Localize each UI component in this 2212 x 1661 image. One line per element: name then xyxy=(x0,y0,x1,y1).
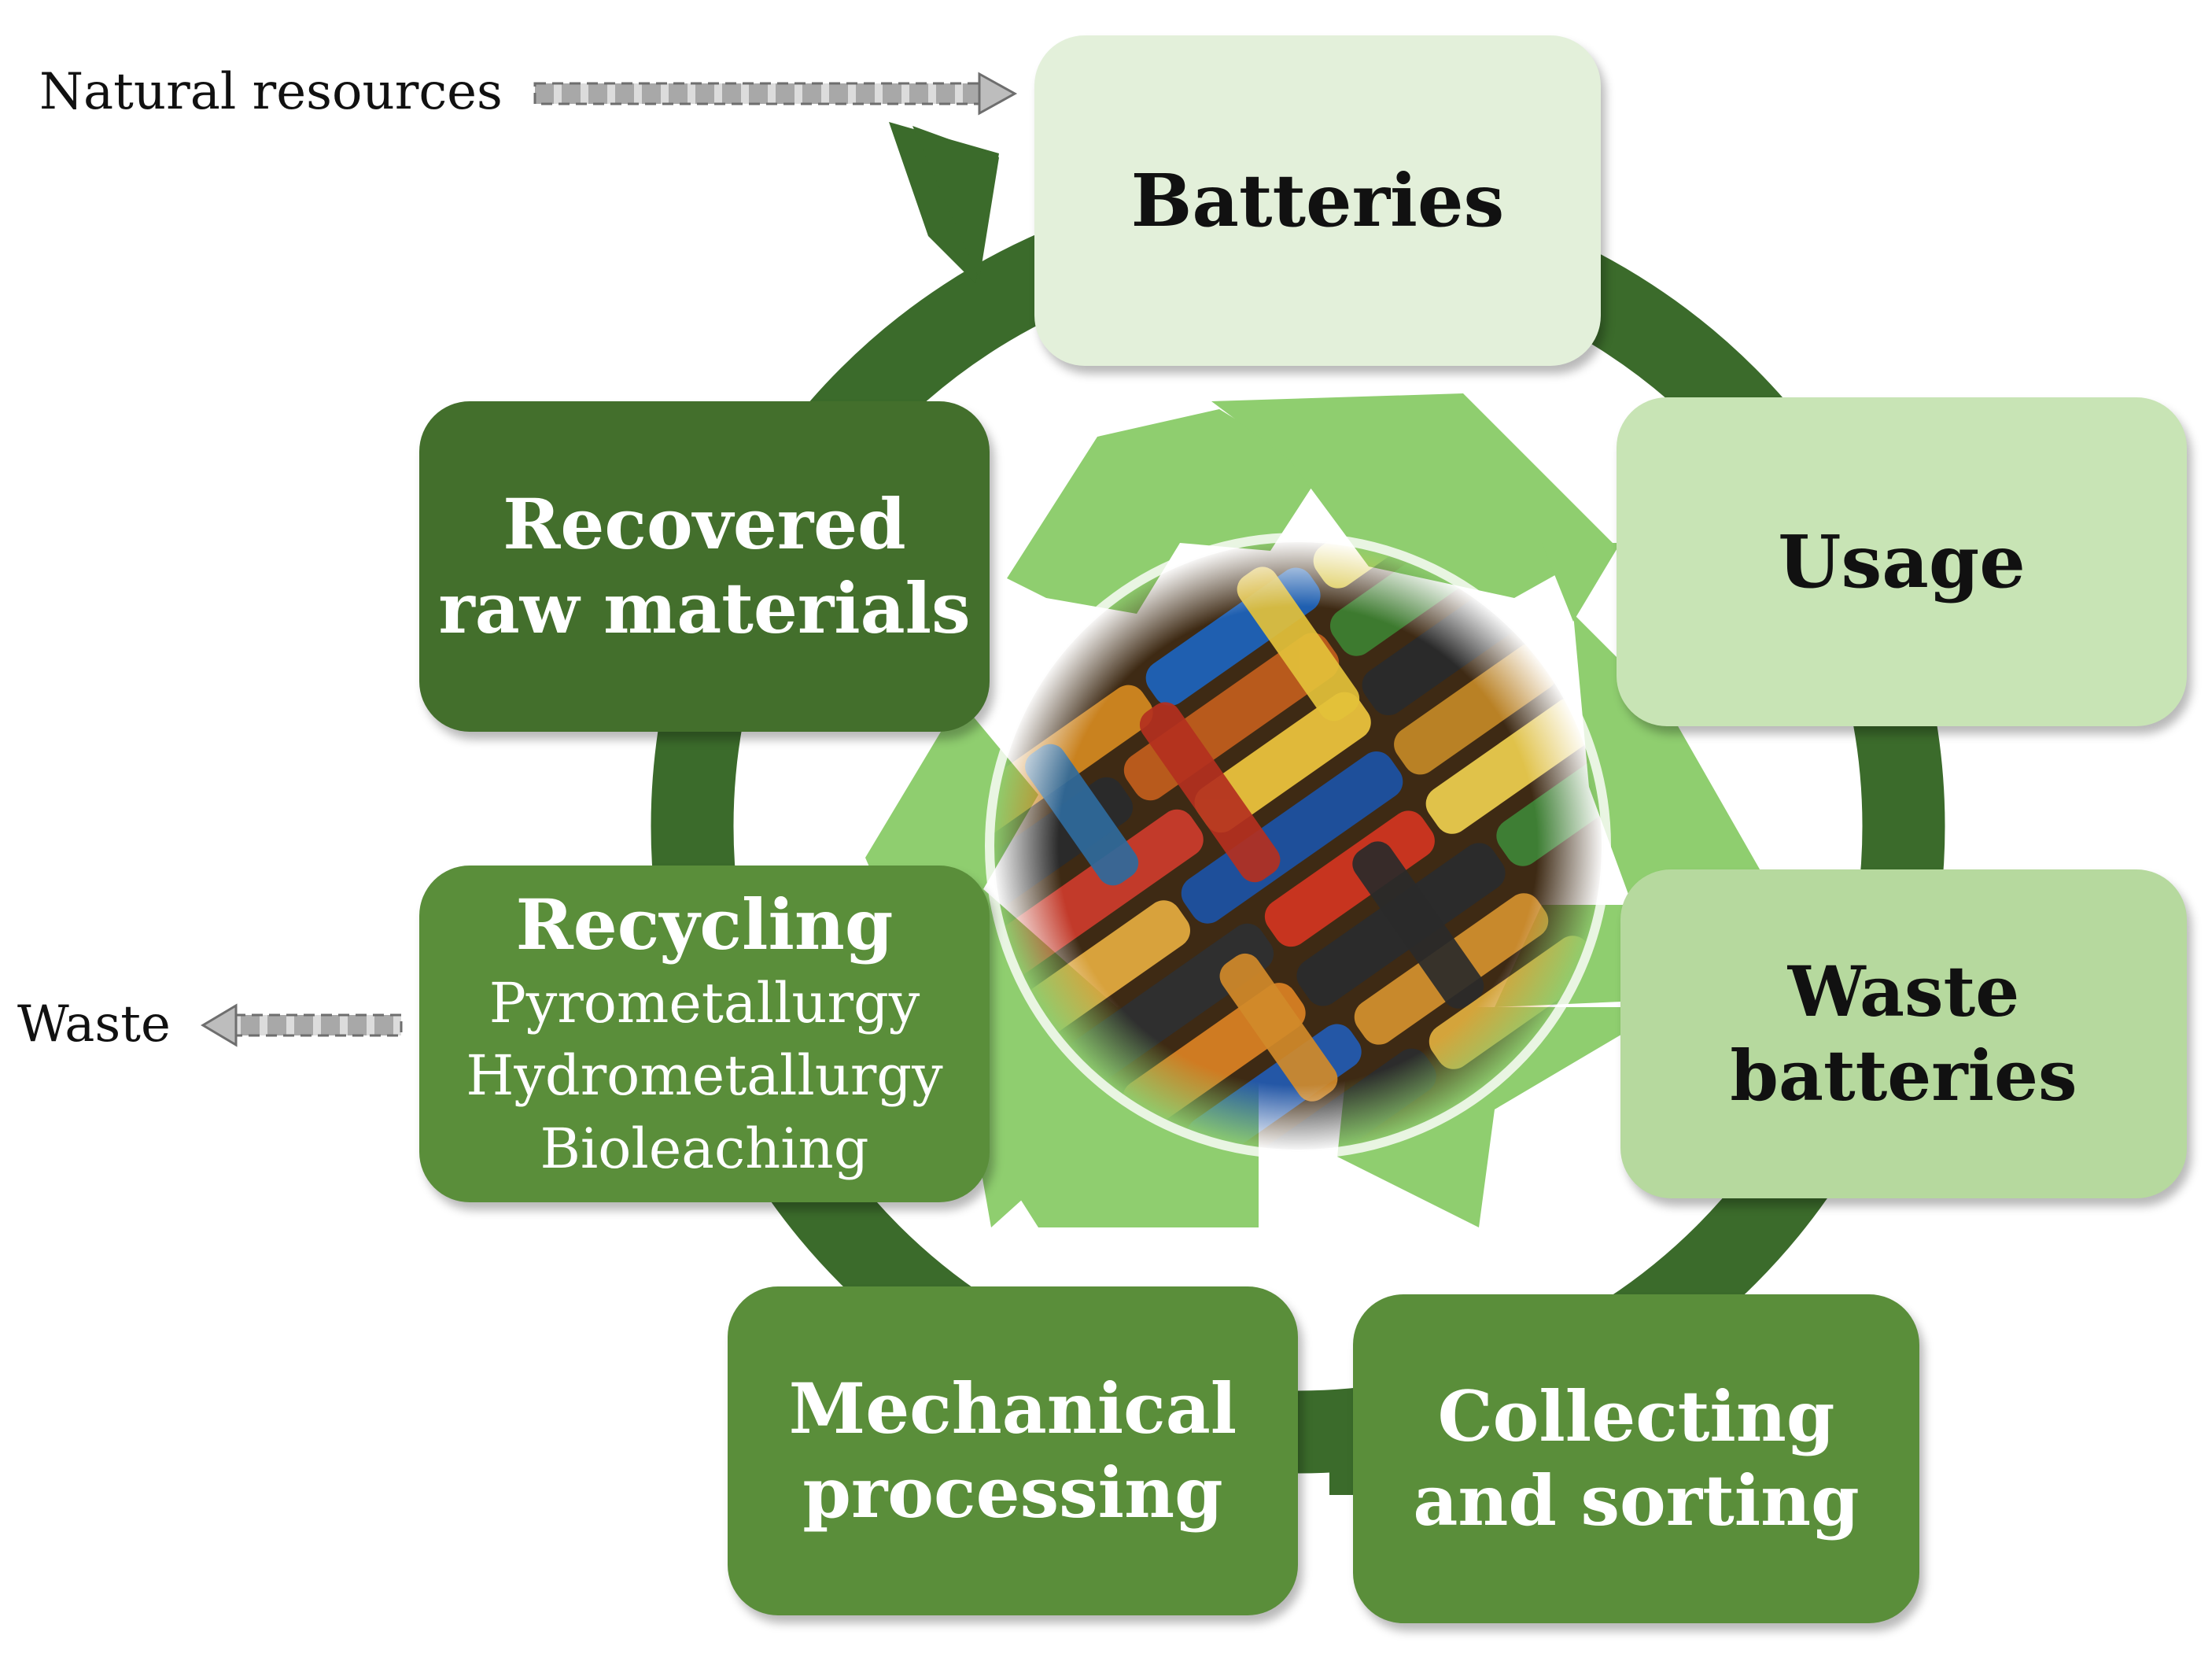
stage-mechanical-processing: Mechanical processing xyxy=(728,1286,1298,1615)
stage-usage: Usage xyxy=(1617,397,2187,726)
recycling-method-pyrometallurgy: Pyrometallurgy xyxy=(488,971,920,1036)
stage-collecting-line1: Collecting xyxy=(1437,1375,1835,1457)
stage-waste-batteries: Waste batteries xyxy=(1620,869,2187,1198)
natural-resources-label: Natural resources xyxy=(39,63,503,121)
pile-edge xyxy=(985,533,1611,1159)
stage-recycling-title: Recycling xyxy=(515,883,894,965)
dashed-arrow-right-icon xyxy=(533,72,1018,116)
battery-pile-icon xyxy=(946,491,1622,1201)
stage-batteries: Batteries xyxy=(1034,35,1601,366)
stage-recovered-line1: Recovered xyxy=(503,482,906,565)
recycling-method-bioleaching: Bioleaching xyxy=(540,1116,869,1181)
stage-recovered-line2: raw materials xyxy=(438,567,971,649)
stage-collecting-line2: and sorting xyxy=(1413,1460,1860,1541)
stage-waste-batteries-line1: Waste xyxy=(1787,950,2020,1032)
stage-recycling: Recycling Pyrometallurgy Hydrometallurgy… xyxy=(419,866,990,1202)
stage-collecting-sorting: Collecting and sorting xyxy=(1353,1294,1919,1623)
stage-batteries-label: Batteries xyxy=(1130,157,1505,243)
stage-waste-batteries-line2: batteries xyxy=(1730,1035,2077,1117)
stage-mechanical-line1: Mechanical xyxy=(788,1367,1237,1449)
stage-usage-label: Usage xyxy=(1778,519,2026,604)
waste-label: Waste xyxy=(17,995,171,1054)
stage-recovered-raw-materials: Recovered raw materials xyxy=(419,401,990,732)
stage-mechanical-line2: processing xyxy=(802,1452,1223,1534)
dashed-arrow-left-icon xyxy=(201,1003,403,1047)
recycling-method-hydrometallurgy: Hydrometallurgy xyxy=(466,1043,943,1109)
